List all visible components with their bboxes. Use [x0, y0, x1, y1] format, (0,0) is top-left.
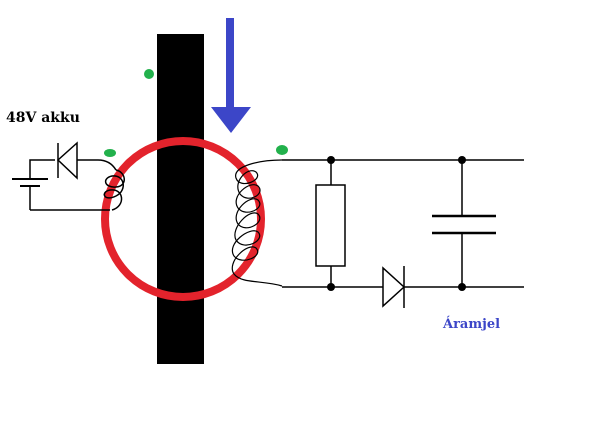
secondary-coil [231, 159, 283, 287]
primary-coil [103, 169, 125, 211]
primary-circuit [12, 159, 125, 211]
junction-dots [327, 156, 466, 291]
core-bar [157, 34, 204, 364]
output-diode [382, 266, 406, 308]
polarity-dot-secondary [276, 145, 288, 155]
current-direction-arrow [211, 18, 251, 133]
battery-label: 48V akku [6, 110, 80, 126]
primary-diode [56, 141, 78, 180]
secondary-circuit [282, 159, 524, 288]
burden-resistor [315, 184, 346, 267]
polarity-dot-core [144, 69, 154, 79]
polarity-dot-primary [104, 149, 116, 157]
current-signal-label: Áramjel [443, 317, 501, 332]
toroid-ring [101, 137, 265, 301]
